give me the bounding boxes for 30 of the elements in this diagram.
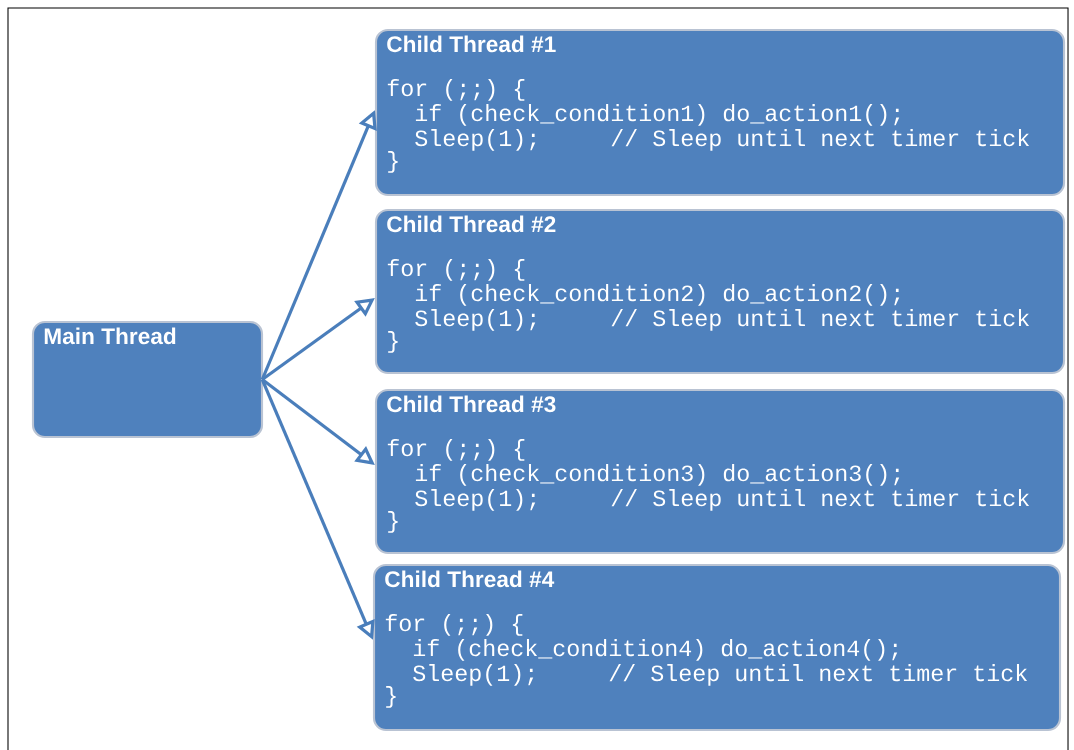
code-line: }: [388, 331, 398, 353]
code-line: if (check_condition4) do_action4();: [413, 639, 898, 661]
code-line: if (check_condition3) do_action3();: [415, 464, 900, 486]
code-line: Sleep(1);: [415, 489, 536, 511]
thread-box: [31, 320, 264, 439]
code-line: for (;;) {: [387, 259, 525, 281]
code-line: }: [388, 511, 398, 533]
thread-title: Child Thread #1: [387, 35, 556, 53]
thread-title: Main Thread: [44, 327, 176, 345]
code-line: for (;;) {: [385, 614, 523, 636]
thread-title: Child Thread #4: [385, 570, 555, 588]
thread-title: Child Thread #2: [387, 215, 556, 233]
code-line: for (;;) {: [387, 439, 525, 461]
thread-box: [372, 563, 1062, 732]
code-line: if (check_condition2) do_action2();: [415, 284, 900, 306]
code-line: for (;;) {: [387, 79, 525, 101]
thread-box: [374, 208, 1066, 375]
code-comment: // Sleep until next timer tick: [609, 664, 1028, 686]
code-line: Sleep(1);: [415, 309, 536, 331]
code-comment: // Sleep until next timer tick: [611, 309, 1030, 331]
thread-box: [374, 388, 1066, 555]
code-comment: // Sleep until next timer tick: [611, 129, 1030, 151]
thread-box: [374, 28, 1066, 197]
code-comment: // Sleep until next timer tick: [611, 489, 1030, 511]
code-line: if (check_condition1) do_action1();: [415, 104, 900, 126]
thread-title: Child Thread #3: [387, 395, 556, 413]
code-line: Sleep(1);: [413, 664, 534, 686]
code-line: Sleep(1);: [415, 129, 536, 151]
code-line: }: [388, 151, 398, 173]
code-line: }: [386, 686, 396, 708]
